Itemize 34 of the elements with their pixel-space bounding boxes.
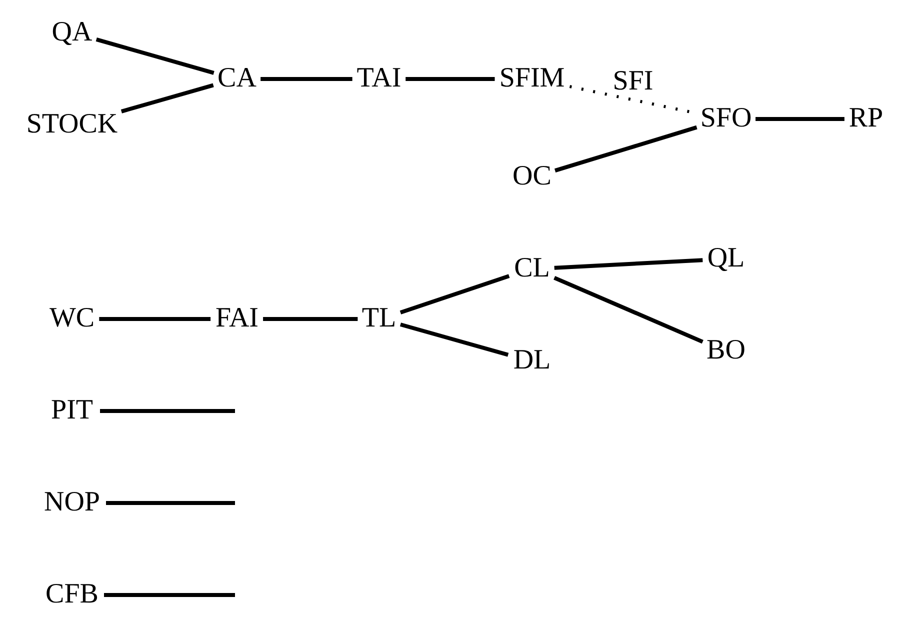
- node-text: CFB: [45, 578, 98, 610]
- node-text: TAI: [356, 62, 401, 94]
- node-text: FAI: [214, 302, 258, 334]
- node-text: SFO: [700, 102, 752, 134]
- connector: [104, 593, 234, 597]
- connector: [262, 317, 358, 321]
- node-text: NOP: [43, 486, 100, 518]
- node-text: CA: [217, 62, 256, 94]
- node-text: RP: [848, 102, 883, 134]
- connector: [260, 77, 352, 81]
- connector: [554, 258, 702, 270]
- node-text: QL: [706, 242, 744, 274]
- node-text: BO: [706, 334, 745, 366]
- connector: [106, 501, 234, 505]
- connector: [399, 274, 510, 314]
- connector: [95, 37, 214, 75]
- connector: [755, 117, 844, 121]
- connector: [98, 317, 210, 321]
- edge-label: SFI: [612, 65, 653, 96]
- node-text: TL: [361, 302, 396, 334]
- connector: [554, 125, 697, 172]
- node-text: OC: [512, 160, 551, 192]
- node-text: DL: [512, 344, 550, 376]
- connector: [120, 83, 214, 114]
- node-text: QA: [51, 16, 92, 48]
- node-text: CL: [514, 252, 550, 284]
- node-text: WC: [48, 302, 94, 334]
- node-text: SFIM: [498, 62, 564, 94]
- connector: [553, 276, 703, 344]
- connector: [399, 322, 508, 357]
- node-text: PIT: [50, 394, 92, 426]
- node-text: STOCK: [26, 108, 118, 140]
- connector: [405, 77, 494, 81]
- connector: [100, 409, 234, 413]
